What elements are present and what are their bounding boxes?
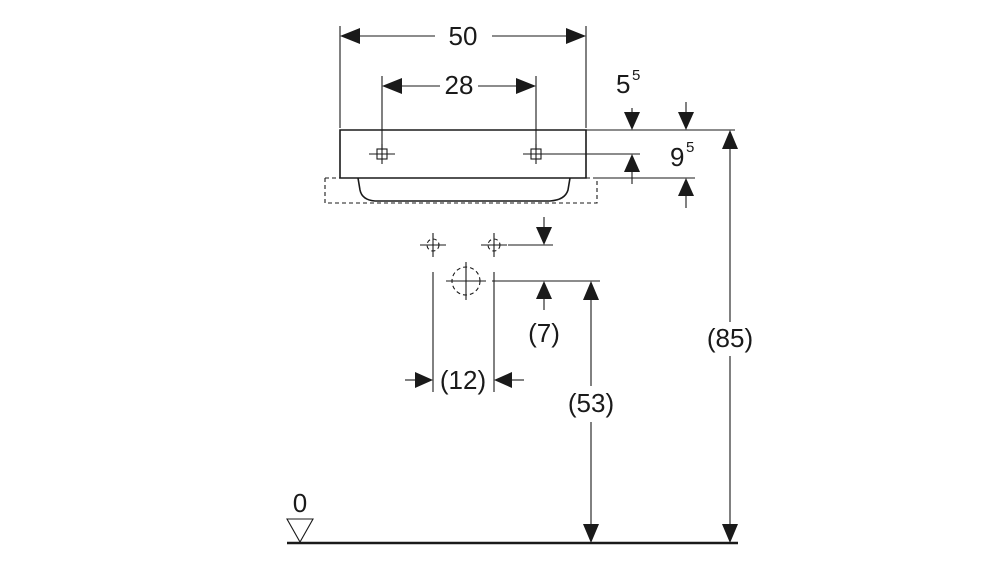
basin-body bbox=[324, 129, 598, 204]
label-supply-offset: (7) bbox=[528, 318, 560, 348]
dim-basin-height: 9 5 bbox=[670, 102, 694, 208]
label-tap-spacing: 28 bbox=[445, 70, 474, 100]
dim-width-total: 50 bbox=[339, 21, 587, 128]
tap-hole-right bbox=[523, 144, 549, 164]
supply-left bbox=[420, 233, 446, 257]
label-rim-offset-sup: 5 bbox=[632, 67, 640, 84]
tap-hole-left bbox=[369, 144, 395, 164]
label-basin-height-sup: 5 bbox=[686, 139, 694, 156]
label-supply-spacing: (12) bbox=[440, 365, 486, 395]
dim-supply-spacing: (12) bbox=[405, 272, 524, 395]
label-basin-height: 9 bbox=[670, 142, 684, 172]
dim-rim-offset: 5 5 bbox=[548, 67, 735, 184]
dim-drain-height: (53) bbox=[568, 281, 614, 543]
supply-right bbox=[481, 233, 553, 257]
label-rim-offset: 5 bbox=[616, 69, 630, 99]
label-width-total: 50 bbox=[449, 21, 478, 51]
label-floor-level: 0 bbox=[293, 488, 307, 518]
dim-tap-spacing: 28 bbox=[381, 70, 537, 150]
label-drain-height: (53) bbox=[568, 388, 614, 418]
dim-total-height: (85) bbox=[707, 130, 753, 543]
dim-supply-offset: (7) bbox=[528, 217, 560, 348]
floor-level: 0 bbox=[286, 488, 738, 545]
drain-connection bbox=[446, 262, 600, 300]
label-total-height: (85) bbox=[707, 323, 753, 353]
